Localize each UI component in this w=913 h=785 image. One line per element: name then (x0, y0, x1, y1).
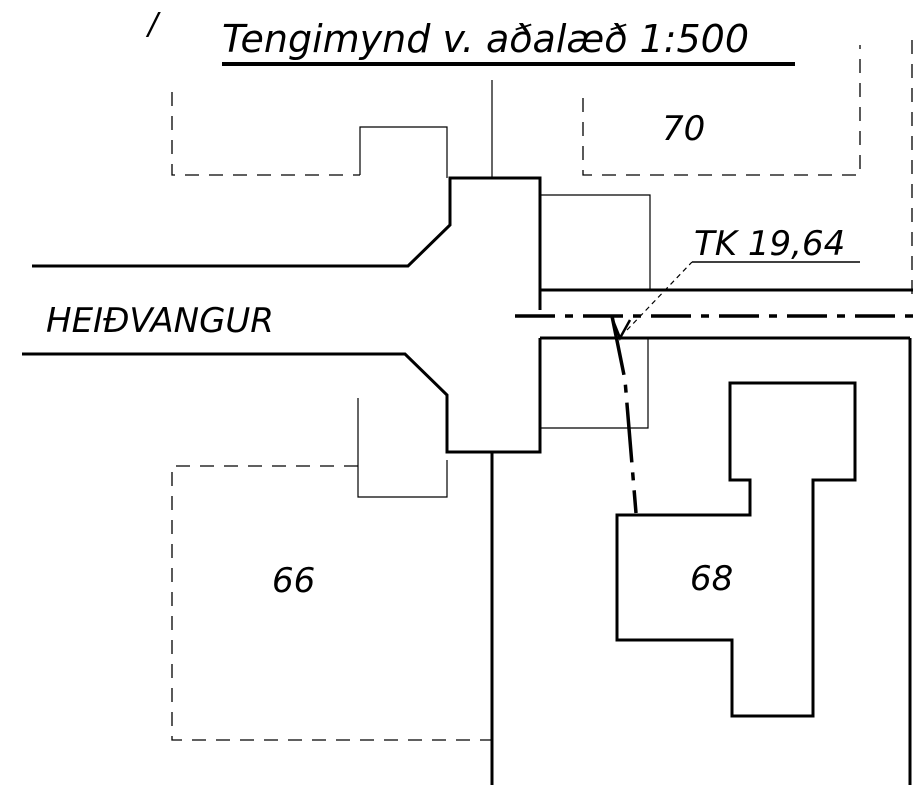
lot-68-number: 68 (690, 559, 733, 599)
street-name: HEIÐVANGUR (46, 301, 274, 341)
connection-label: TK 19,64 (694, 224, 845, 264)
street-heidvangur-outline (22, 176, 913, 785)
connection-point-mark (610, 317, 632, 341)
upper-parking-outline (359, 126, 448, 178)
service-connection-pipe (610, 315, 638, 514)
lot-68-house-outline (615, 381, 857, 718)
connection-leader-line (626, 261, 693, 331)
lot-66-number: 66 (272, 561, 315, 601)
lot-66-boundary (171, 465, 492, 741)
corner-mark: / (145, 7, 161, 42)
drawing-title: Tengimynd v. aðalæð 1:500 (222, 17, 749, 61)
lot-70-boundary (171, 45, 861, 178)
side-box-outline (540, 194, 651, 429)
lower-parking-outline (357, 398, 448, 498)
lot-70-number: 70 (662, 109, 705, 149)
